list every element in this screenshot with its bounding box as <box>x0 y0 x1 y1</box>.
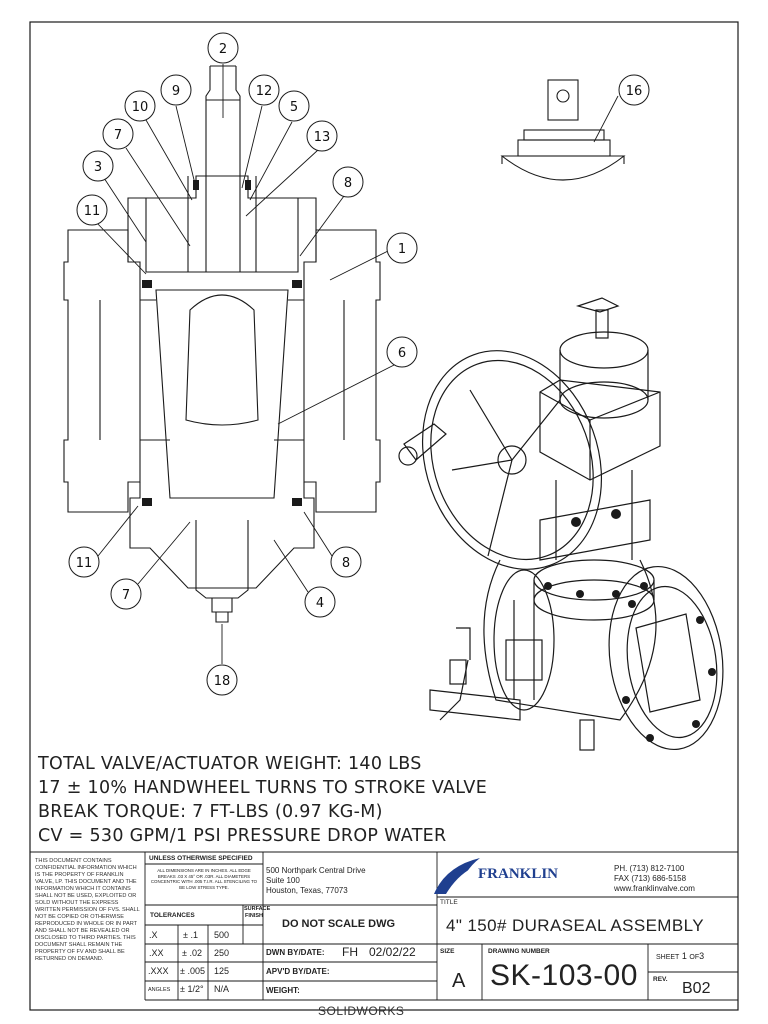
balloon-label: 8 <box>344 176 352 191</box>
balloon-numbers: 2 9 12 10 5 7 13 3 8 11 1 6 11 8 7 4 18 … <box>76 42 643 689</box>
section-view <box>63 65 381 623</box>
company-address: 500 Northpark Central Drive Suite 100 Ho… <box>266 866 366 896</box>
balloon-label: 4 <box>316 596 324 611</box>
balloon-label: 8 <box>342 556 350 571</box>
balloon-label: 18 <box>214 674 231 689</box>
confidentiality-notice: THIS DOCUMENT CONTAINS CONFIDENTIAL INFO… <box>35 858 140 962</box>
franklin-logo-mark <box>434 858 480 894</box>
note-cv: CV = 530 GPM/1 PSI PRESSURE DROP WATER <box>38 826 447 846</box>
sheet-number: 1 <box>681 951 687 961</box>
company-name: FRANKLIN <box>478 866 559 882</box>
tol-row-decimal: .X <box>149 930 158 940</box>
sheet-of-label: OF <box>689 954 700 961</box>
tolerances-label: TOLERANCES <box>150 912 195 919</box>
balloon-label: 16 <box>626 84 643 99</box>
address-line: Suite 100 <box>266 876 300 885</box>
tol-row-decimal: .XXX <box>148 966 169 976</box>
company-contact: PH. (713) 812-7100 FAX (713) 686-5158 ww… <box>614 864 695 894</box>
balloon-label: 6 <box>398 346 406 361</box>
weight-label: WEIGHT: <box>266 986 300 995</box>
tol-row-tolerance: ± 1/2° <box>180 984 204 994</box>
tol-row-finish: 125 <box>214 966 230 976</box>
sheet-count: SHEET 1 OF3 <box>656 951 704 961</box>
address-line: 500 Northpark Central Drive <box>266 866 366 875</box>
seal-rings <box>142 180 302 506</box>
balloon-label: 12 <box>256 84 273 99</box>
tol-row-decimal: .XX <box>149 948 164 958</box>
size-label: SIZE <box>440 948 455 955</box>
isometric-bolts <box>544 509 716 742</box>
balloon-label: 9 <box>172 84 180 99</box>
fax-number: FAX (713) 686-5158 <box>614 874 687 883</box>
tol-row-tolerance: ± .1 <box>183 930 198 940</box>
balloon-label: 11 <box>76 556 93 571</box>
title-block-grid <box>30 851 738 1001</box>
phone-number: PH. (713) 812-7100 <box>614 864 685 873</box>
balloon-circles <box>68 32 650 696</box>
balloon-label: 10 <box>132 100 149 115</box>
note-weight: TOTAL VALVE/ACTUATOR WEIGHT: 140 LBS <box>38 754 422 774</box>
website: www.franklinvalve.com <box>614 884 695 893</box>
tol-row-tolerance: ± .02 <box>182 948 202 958</box>
note-handwheel-turns: 17 ± 10% HANDWHEEL TURNS TO STROKE VALVE <box>38 778 488 798</box>
balloon-label: 13 <box>314 130 331 145</box>
balloon-label: 2 <box>219 42 227 57</box>
general-notes: TOTAL VALVE/ACTUATOR WEIGHT: 140 LBS 17 … <box>38 752 558 848</box>
drawn-by-value: FH <box>342 945 358 959</box>
size-value: A <box>452 970 466 992</box>
balloon-label: 7 <box>114 128 122 143</box>
revision-label: REV. <box>653 976 668 983</box>
drawing-title: 4" 150# DURASEAL ASSEMBLY <box>446 916 704 935</box>
tol-row-finish: 500 <box>214 930 230 940</box>
dimensions-note: ALL DIMENSIONS ARE IN INCHES. ALL EDGE B… <box>150 868 258 890</box>
surface-finish-label: SURFACE FINISH <box>244 906 271 919</box>
balloon-label: 1 <box>398 242 406 257</box>
sheet-total: 3 <box>699 951 705 961</box>
tol-row-finish: N/A <box>214 984 230 994</box>
balloon-label: 11 <box>84 204 101 219</box>
unless-specified-label: UNLESS OTHERWISE SPECIFIED <box>149 855 253 862</box>
approved-by-label: APV'D BY/DATE: <box>266 967 330 976</box>
revision-value: B02 <box>682 980 711 997</box>
software-footer: SOLIDWORKS <box>318 1004 405 1018</box>
leader-lines <box>95 64 619 664</box>
balloon-label: 3 <box>94 160 102 175</box>
top-detail-view <box>500 79 626 181</box>
drawing-number: SK-103-00 <box>490 959 638 992</box>
isometric-assembly-view <box>398 297 724 751</box>
drawn-by-label: DWN BY/DATE: <box>266 948 325 957</box>
sheet-border <box>29 21 739 1011</box>
tol-row-tolerance: ± .005 <box>180 966 205 976</box>
drawing-number-label: DRAWING NUMBER <box>488 948 550 955</box>
tol-row-decimal: ANGLES <box>148 987 171 993</box>
title-label: TITLE <box>440 899 458 906</box>
drawn-date-value: 02/02/22 <box>369 945 416 959</box>
tol-row-finish: 250 <box>214 948 230 958</box>
do-not-scale-note: DO NOT SCALE DWG <box>282 918 396 930</box>
balloon-label: 7 <box>122 588 130 603</box>
note-break-torque: BREAK TORQUE: 7 FT-LBS (0.97 KG-M) <box>38 802 383 822</box>
sheet-label: SHEET <box>656 954 680 961</box>
address-line: Houston, Texas, 77073 <box>266 886 348 895</box>
balloon-label: 5 <box>290 100 298 115</box>
